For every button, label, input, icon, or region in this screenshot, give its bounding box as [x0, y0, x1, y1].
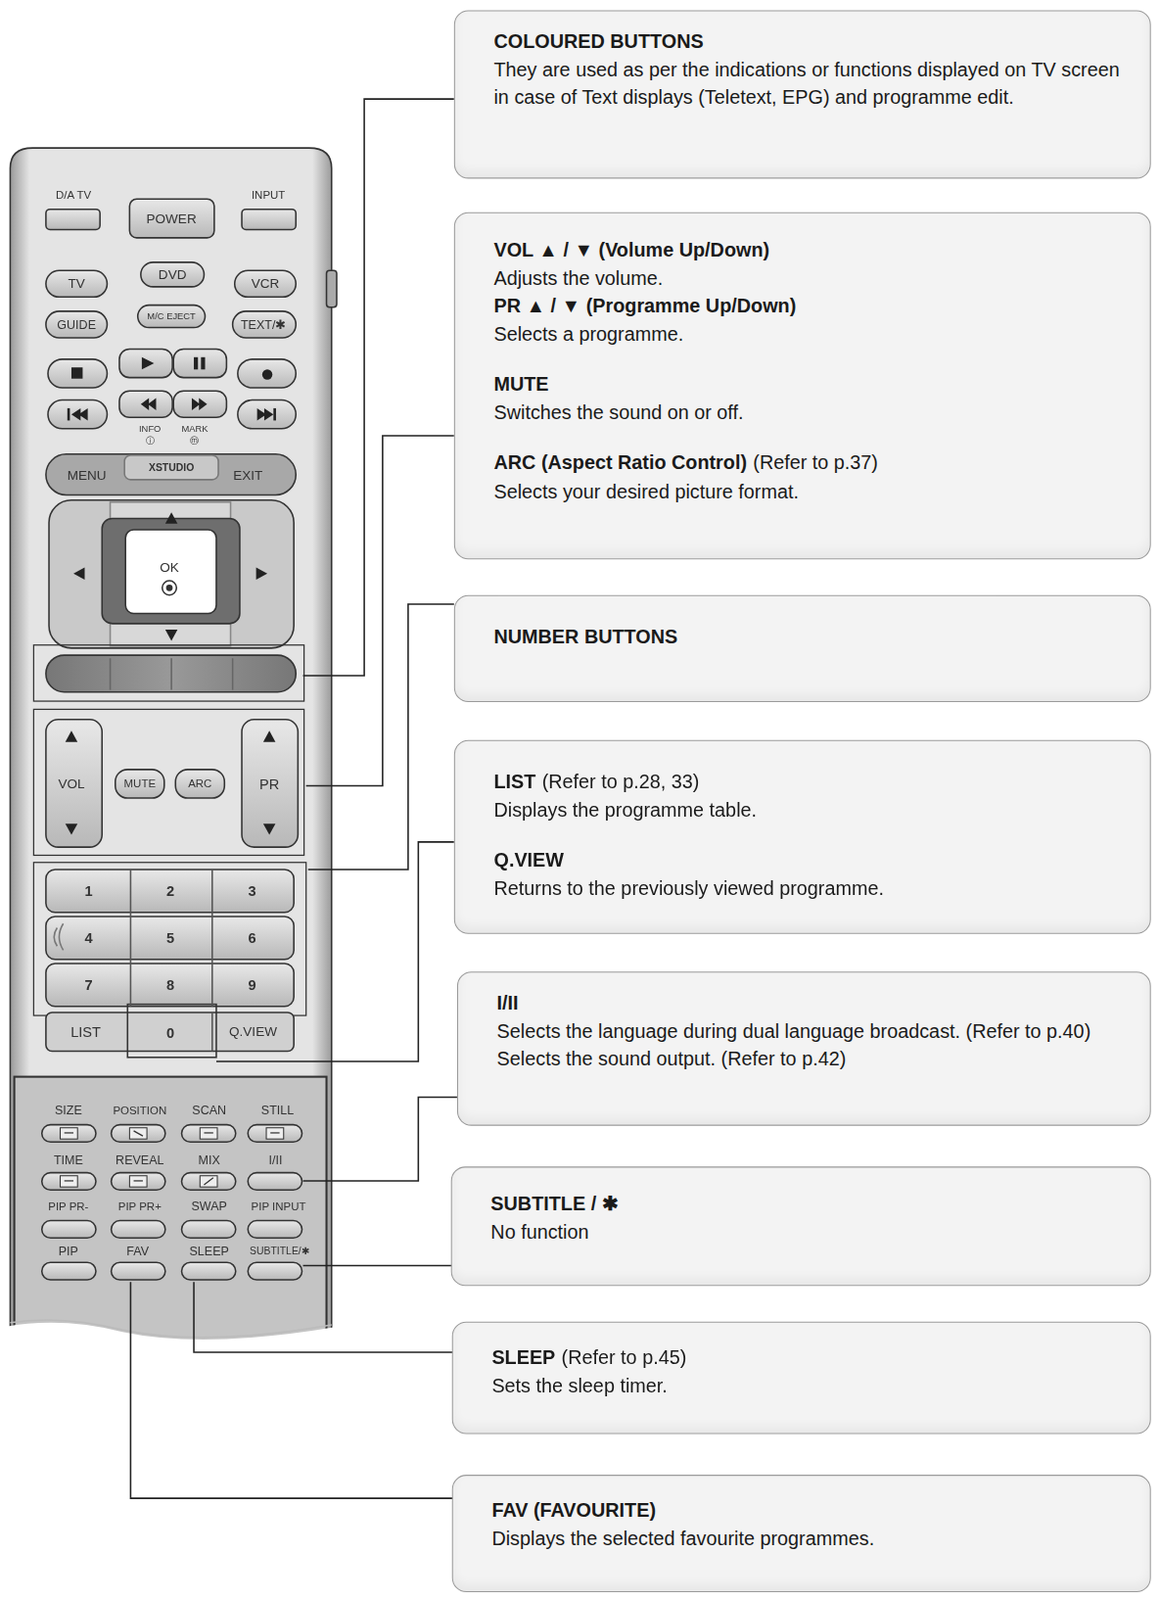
callout-text: (Refer to p.37)	[752, 452, 879, 474]
callout-text: Displays the programme table.	[493, 798, 757, 821]
button-label: 8	[166, 977, 175, 993]
button-label: 6	[247, 930, 256, 946]
callout-text: Sets the sleep timer.	[491, 1374, 667, 1396]
button-label: TIME	[53, 1154, 84, 1167]
callout-heading: ARC (Aspect Ratio Control)	[493, 452, 747, 474]
callout-heading: NUMBER BUTTONS	[493, 625, 678, 648]
button-label: DVD	[158, 268, 187, 282]
callout-heading: COLOURED BUTTONS	[493, 30, 703, 52]
button-label: PIP PR-	[47, 1200, 89, 1211]
callout-heading: SUBTITLE / ✱	[490, 1192, 618, 1214]
button-label: SCAN	[191, 1104, 227, 1117]
button-label: VOL	[57, 777, 85, 791]
button-label: ⓘ	[145, 436, 155, 446]
callout-box: VOL ▲ / ▼ (Volume Up/Down) Adjusts the vo…	[454, 212, 1152, 559]
callout-box: SUBTITLE / ✱ No function	[451, 1165, 1152, 1286]
button-label: EXIT	[232, 468, 263, 483]
callout-text: Returns to the previously viewed program…	[493, 877, 883, 899]
button-label: M/C EJECT	[146, 311, 196, 321]
callout-heading: SLEEP	[491, 1345, 556, 1368]
button-label: SLEEP	[189, 1245, 230, 1258]
button-label: SIZE	[54, 1104, 83, 1117]
callout-heading: I/II	[497, 991, 519, 1014]
button-label: POWER	[146, 211, 197, 226]
callout-text: Selects the sound output. (Refer to p.42…	[497, 1048, 847, 1070]
button-label: VCR	[251, 277, 280, 291]
callout-box: SLEEP(Refer to p.45) Sets the sleep timer…	[452, 1321, 1152, 1435]
button-label: TV	[68, 277, 86, 291]
button-label: GUIDE	[56, 318, 96, 331]
callout-text: Adjusts the volume.	[493, 267, 663, 289]
button-label: PR	[259, 776, 279, 791]
callout-heading: VOL ▲ / ▼ (Volume Up/Down)	[493, 238, 770, 261]
button-label: FAV	[126, 1245, 149, 1258]
button-label: INPUT	[251, 188, 285, 200]
callout-text: Selects the language during dual languag…	[497, 1019, 1092, 1042]
button-label: 3	[247, 883, 256, 899]
button-label: PIP INPUT	[251, 1200, 307, 1211]
callout-heading: PR ▲ / ▼ (Programme Up/Down)	[493, 294, 796, 317]
button-label: MENU	[67, 468, 107, 483]
callout-text: (Refer to p.45)	[561, 1345, 688, 1368]
callout-box: I/II Selects the language during dual lan…	[457, 971, 1152, 1125]
callout-heading: MUTE	[493, 373, 549, 396]
button-label: MIX	[198, 1154, 221, 1167]
button-label: SWAP	[190, 1200, 227, 1213]
callout-text: Displays the selected favourite programm…	[491, 1527, 875, 1549]
button-label: TEXT/✱	[240, 318, 286, 331]
button-label: ARC	[187, 778, 212, 789]
button-label: MUTE	[124, 778, 156, 789]
callout-heading: Q.VIEW	[493, 848, 564, 871]
callout-text: No function	[490, 1220, 589, 1243]
callout-text: Switches the sound on or off.	[493, 401, 743, 423]
button-label: 7	[85, 977, 93, 993]
callout-box: COLOURED BUTTONS They are used as per the…	[454, 9, 1152, 179]
button-label: STILL	[261, 1104, 294, 1117]
button-label: I/II	[268, 1154, 282, 1167]
button-label: SUBTITLE/✱	[249, 1246, 310, 1256]
button-label: 9	[247, 977, 256, 993]
button-label: MARK	[182, 424, 209, 434]
button-label: PIP PR+	[118, 1200, 162, 1211]
button-label: ⓜ	[189, 436, 199, 446]
button-label: 1	[85, 883, 93, 899]
callout-text: They are used as per the indications or …	[493, 58, 1119, 109]
button-label: 2	[166, 883, 175, 899]
button-label: 0	[166, 1025, 175, 1041]
button-label: 4	[85, 930, 93, 946]
button-label: PIP	[58, 1245, 79, 1258]
button-label: Q.VIEW	[229, 1024, 278, 1039]
button-label: OK	[159, 560, 180, 575]
callout-heading: FAV (FAVOURITE)	[491, 1498, 656, 1521]
callout-text: Selects your desired picture format.	[493, 480, 799, 503]
button-label: 5	[166, 930, 175, 946]
callout-box: LIST (Refer to p.28, 33) Displays the prog…	[454, 740, 1152, 934]
callout-text: Selects a programme.	[493, 323, 684, 345]
button-label: POSITION	[112, 1104, 167, 1115]
callout-text: (Refer to p.28, 33)	[542, 770, 700, 792]
callout-box: NUMBER BUTTONS	[454, 595, 1152, 702]
button-label: REVEAL	[115, 1154, 164, 1167]
button-label: LIST	[70, 1023, 101, 1039]
button-label: D/A TV	[55, 188, 92, 200]
callout-box: FAV (FAVOURITE) Displays the selected fav…	[452, 1474, 1152, 1592]
button-label: XSTUDIO	[148, 462, 194, 472]
callout-heading: LIST	[493, 770, 536, 792]
button-label: INFO	[139, 424, 161, 434]
